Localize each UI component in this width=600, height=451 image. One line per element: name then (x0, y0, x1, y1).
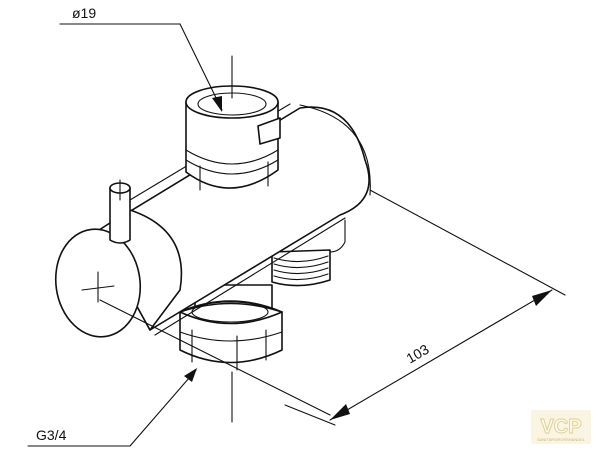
extension-line-bottom (284, 404, 336, 426)
dimension-arrow-start (330, 404, 350, 420)
logo-brand: VCP (540, 416, 581, 438)
thread-label: G3/4 (36, 427, 67, 443)
lever-pin (109, 179, 131, 244)
dimension-length: 103 (284, 189, 566, 426)
dimension-arrow-end (532, 290, 552, 306)
bottom-threaded-fitting (179, 284, 283, 423)
extension-line-top (369, 189, 566, 296)
logo-tagline: SANITÄRGROSSHANDEL (537, 437, 586, 442)
rear-outlet-fitting (271, 219, 346, 287)
diameter-label: ø19 (72, 5, 96, 21)
top-outlet (185, 55, 281, 191)
dimension-line (329, 289, 553, 421)
diameter-callout: ø19 (59, 5, 223, 112)
thread-callout: G3/4 (27, 368, 197, 447)
vcp-logo: VCP SANITÄRGROSSHANDEL (531, 410, 591, 444)
